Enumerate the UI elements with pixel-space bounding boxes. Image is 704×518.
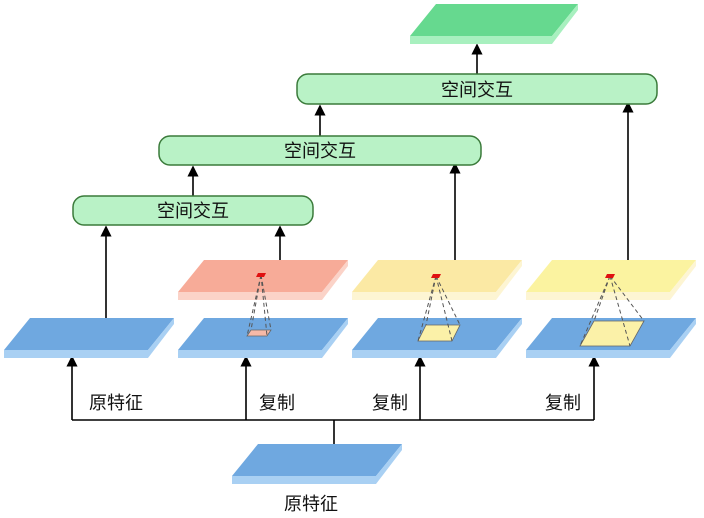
branch-label-original: 原特征 <box>89 393 143 414</box>
bottom-feature-map <box>232 444 402 484</box>
feature-map-original <box>4 318 174 358</box>
anchor-point-icon <box>256 273 266 277</box>
anchor-point-icon <box>605 274 615 278</box>
branch-label-copy-3: 复制 <box>545 393 581 414</box>
interaction-module-3-label: 空间交互 <box>441 80 513 101</box>
projection-lines <box>246 274 645 347</box>
anchor-point-icon <box>431 274 441 278</box>
interaction-module-2-label: 空间交互 <box>284 141 356 162</box>
sampling-window-icon <box>246 329 272 337</box>
interaction-module-3: 空间交互 <box>296 73 658 105</box>
feature-map-copy-1 <box>178 318 348 358</box>
interaction-module-2: 空间交互 <box>158 135 482 166</box>
interaction-module-1-label: 空间交互 <box>157 201 229 222</box>
interaction-module-1: 空间交互 <box>72 195 314 226</box>
distribution-lines <box>66 355 600 444</box>
bottom-feature-label: 原特征 <box>284 494 338 515</box>
output-feature-map <box>410 4 578 44</box>
branch-label-copy-1: 复制 <box>259 393 295 414</box>
branch-label-copy-2: 复制 <box>372 393 408 414</box>
attention-map-3 <box>526 260 696 300</box>
attention-map-1 <box>178 260 348 300</box>
attention-map-2 <box>352 260 522 300</box>
upward-arrows <box>100 43 634 318</box>
